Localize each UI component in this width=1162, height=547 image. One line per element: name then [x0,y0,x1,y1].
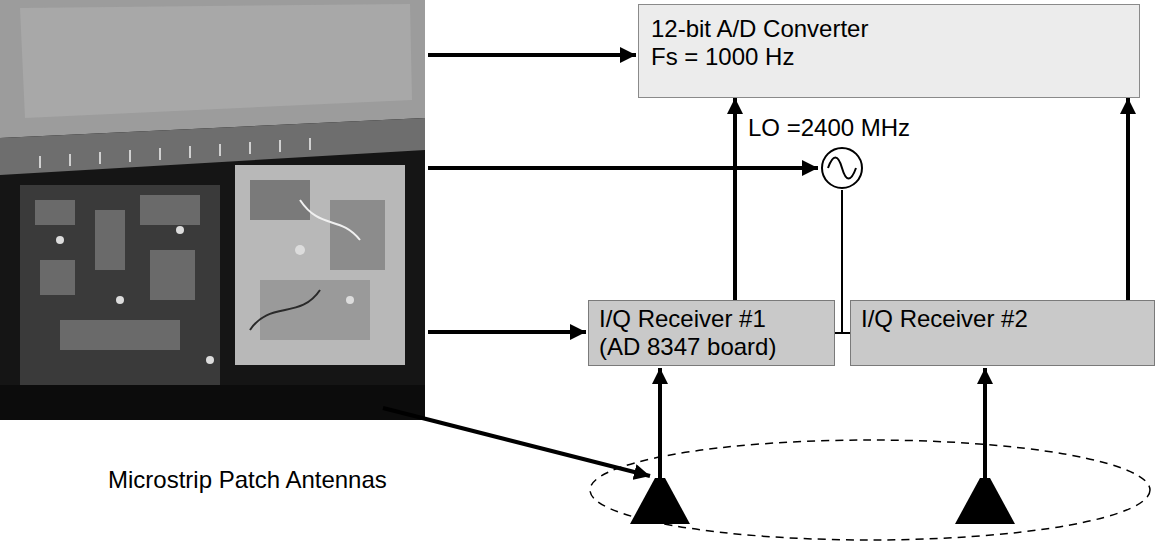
antenna-group-outline [590,440,1150,540]
receiver-box: I/Q Receiver #2 [850,300,1155,366]
antenna-feed-arrows [660,368,985,478]
node-title: LO =2400 MHz [748,114,792,142]
node-title: I/Q Receiver #1 [599,305,824,333]
part-label: Microstrip Patch Antennas [108,466,387,494]
node-subtitle: (AD 8347 board) [599,333,824,361]
signal-arrow [1126,98,1130,300]
node-title: I/Q Receiver #2 [861,305,1144,333]
node-subtitle: Fs = 1000 Hz [651,43,1127,71]
receiver-box: I/Q Receiver #1(AD 8347 board) [588,300,835,366]
lo-feed-line [835,190,842,333]
photo-enclosure [0,0,425,420]
node-title: 12-bit A/D Converter [651,15,1127,43]
lo-feed-line [842,190,850,333]
converter-box: 12-bit A/D ConverterFs = 1000 Hz [638,4,1140,98]
oscillator-symbol: LO =2400 MHz [820,146,864,190]
signal-arrow [733,98,737,300]
callout-arrows [383,55,818,476]
oscillator-circle [820,146,864,190]
patch-antenna-symbol [630,478,1015,524]
